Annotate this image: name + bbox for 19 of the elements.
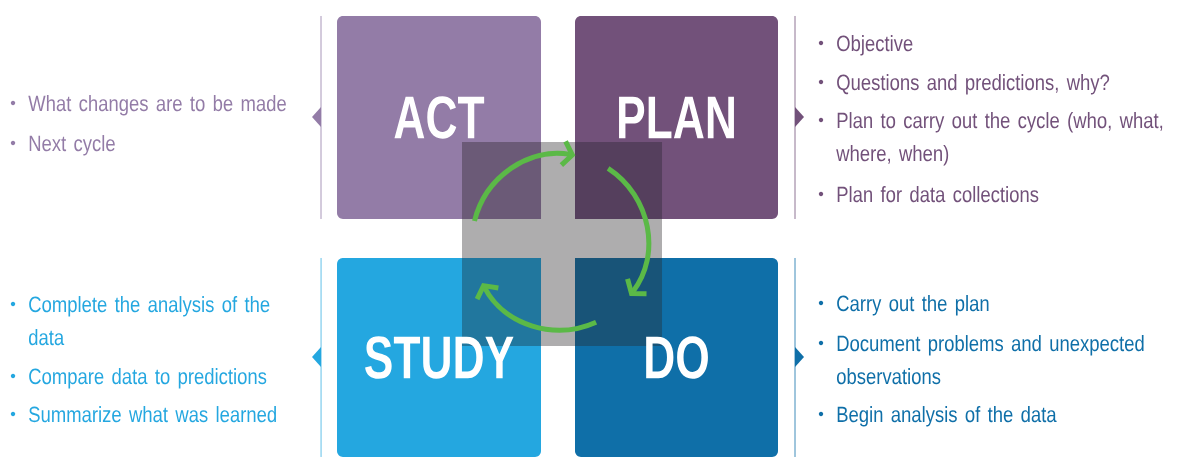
bullet-item: Plan for data collections — [818, 186, 1039, 203]
bullet-item: Compare data to predictions — [10, 368, 267, 389]
bullet-item: Complete the analysis of the data — [10, 296, 270, 346]
bullet-item: Carry out the plan — [818, 295, 989, 316]
step-box: PLAN — [575, 16, 778, 219]
bullet-item: What changes are to be made — [10, 95, 286, 116]
step-box: STUDY — [337, 258, 541, 457]
cycle-arrow — [474, 282, 597, 333]
cycle-arrow — [472, 140, 576, 222]
cycle-arrow — [606, 166, 652, 297]
bullet-item: Summarize what was learned — [10, 406, 276, 423]
step-box: DO — [575, 258, 778, 457]
bullet-item: Questions and predictions, why? — [818, 74, 1110, 95]
step-box: ACT — [337, 16, 541, 219]
bullet-item: Plan to carry out the cycle (who, what, where, when) — [818, 112, 1163, 166]
bullet-item: Next cycle — [10, 135, 115, 156]
bullet-item: Document problems and unexpected observations — [818, 335, 1144, 385]
bullet-item: Begin analysis of the data — [818, 406, 1057, 427]
bullet-item: Objective — [818, 35, 913, 56]
